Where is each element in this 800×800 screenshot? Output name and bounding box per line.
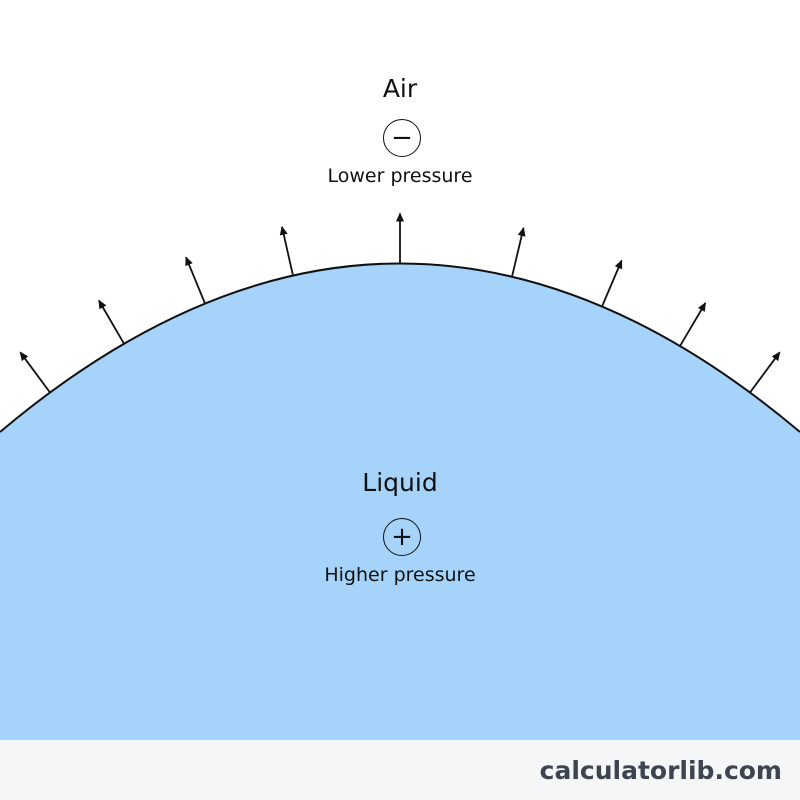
plus-circle-icon: + <box>383 518 421 556</box>
outward-arrow-icon <box>279 225 294 276</box>
lower-pressure-label: Lower pressure <box>327 165 473 187</box>
surface-arrows <box>19 212 781 394</box>
outward-arrow-icon <box>601 259 623 307</box>
minus-circle-icon: − <box>383 119 421 157</box>
outward-arrow-icon <box>98 299 125 345</box>
air-label: Air <box>382 74 418 103</box>
outward-arrow-icon <box>185 256 206 304</box>
higher-pressure-label: Higher pressure <box>324 564 476 586</box>
outward-arrow-icon <box>749 351 781 394</box>
footer-band <box>0 740 800 800</box>
liquid-region <box>0 263 800 740</box>
outward-arrow-icon <box>19 351 51 394</box>
outward-arrow-icon <box>511 227 526 277</box>
outward-arrow-icon <box>679 302 707 347</box>
watermark: calculatorlib.com <box>539 756 782 785</box>
liquid-label: Liquid <box>362 468 438 497</box>
